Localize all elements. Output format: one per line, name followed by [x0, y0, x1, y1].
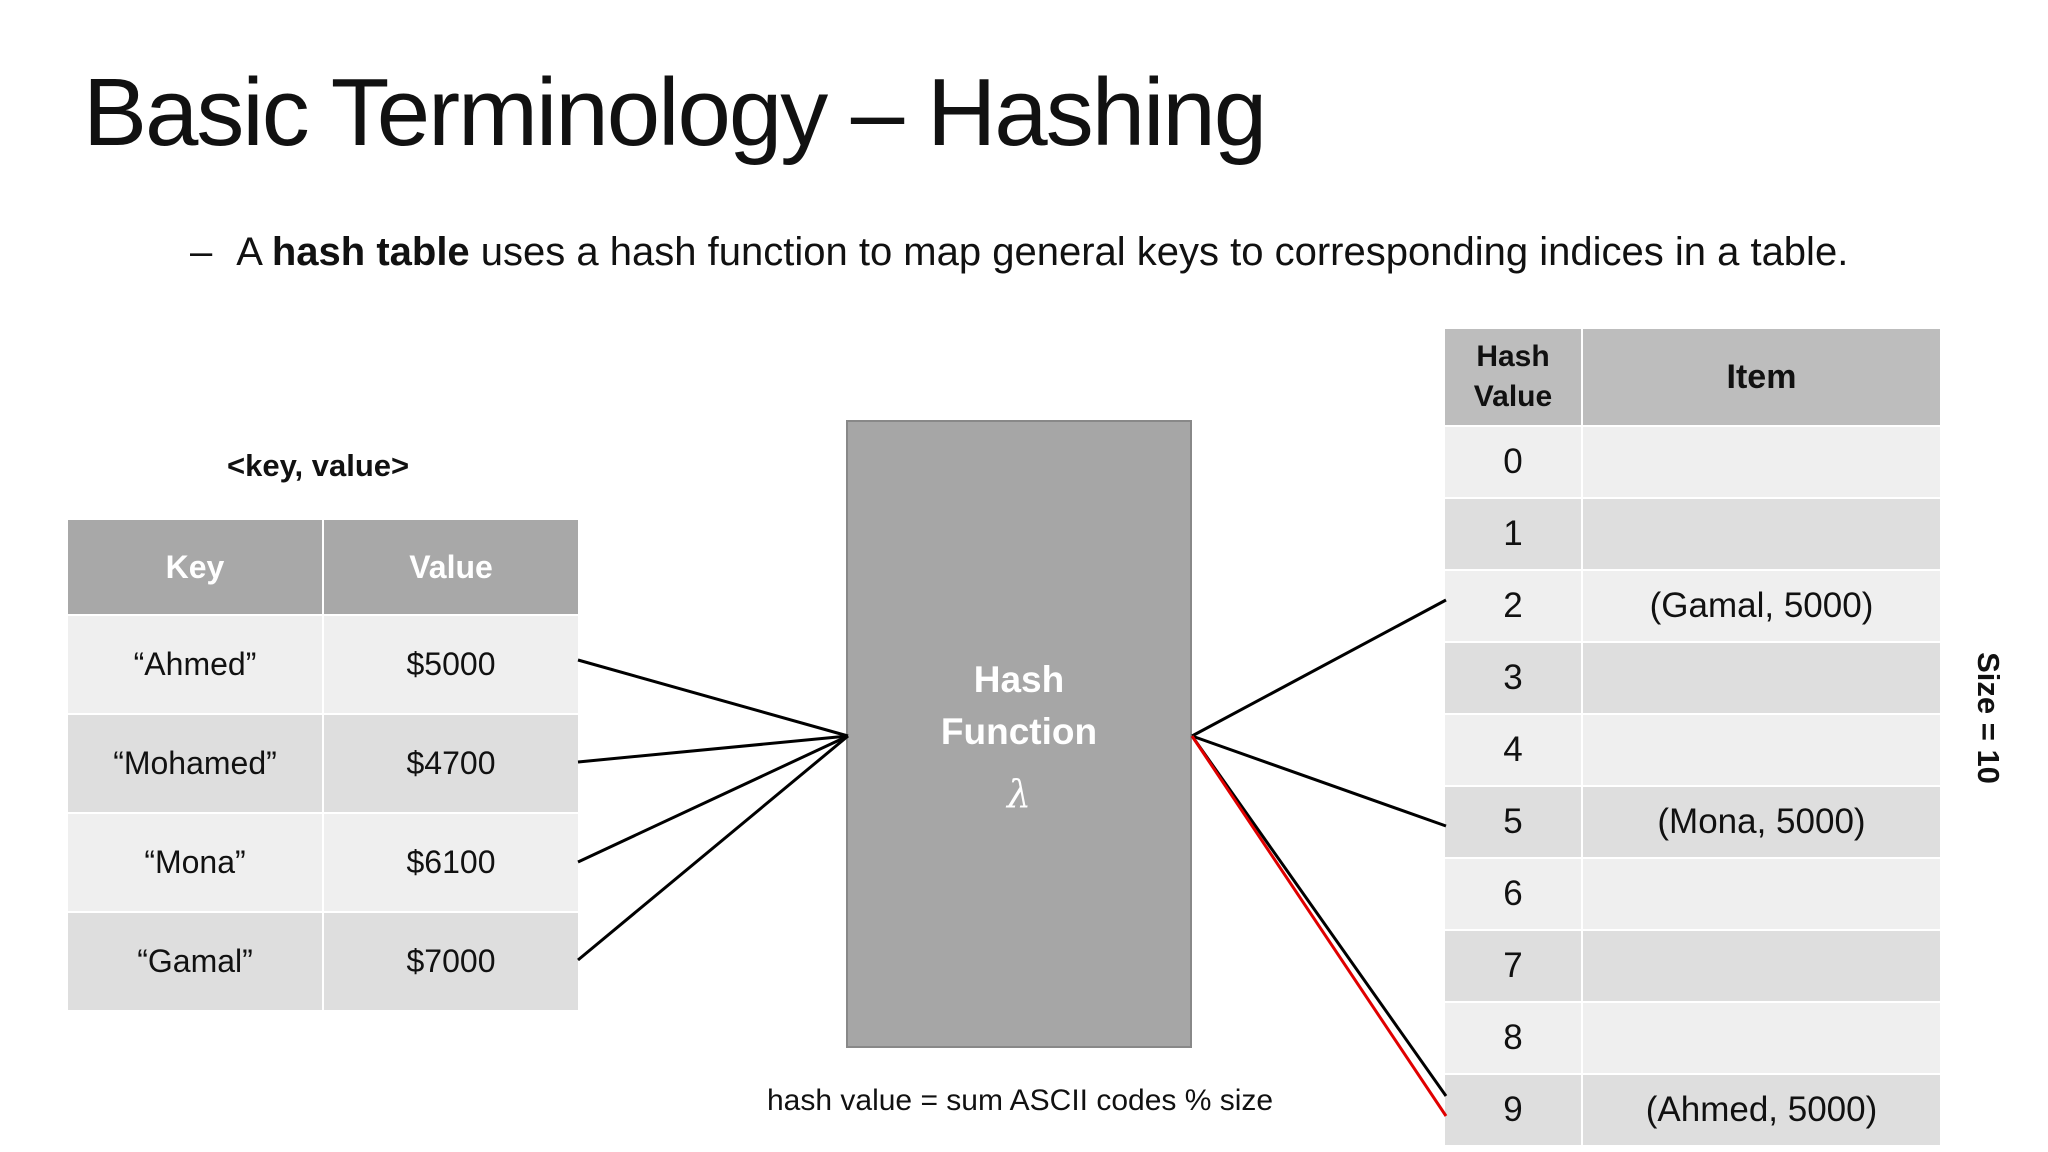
header-value: Value — [322, 518, 580, 616]
value-cell: $7000 — [322, 911, 580, 1012]
connector-ahmed — [577, 658, 849, 738]
key-cell: “Gamal” — [66, 911, 324, 1012]
slide-title: Basic Terminology – Hashing — [83, 59, 1267, 166]
hash-index-cell: 7 — [1443, 929, 1583, 1003]
table-row: 8 — [1443, 1001, 1942, 1075]
header-hash-value: Hash Value — [1443, 327, 1583, 427]
item-cell — [1581, 1001, 1942, 1075]
table-row: 4 — [1443, 713, 1942, 787]
key-value-table: Key Value “Ahmed” $5000 “Mohamed” $4700 … — [66, 518, 580, 1012]
table-row: 6 — [1443, 857, 1942, 931]
item-cell: (Ahmed, 5000) — [1581, 1073, 1942, 1147]
table-row: 1 — [1443, 497, 1942, 571]
hash-index-cell: 2 — [1443, 569, 1583, 643]
bullet-text: –A hash table uses a hash function to ma… — [190, 230, 1848, 275]
connector-gamal — [577, 734, 849, 962]
hash-table: Hash Value Item 0 1 2(Gamal, 5000) 3 4 5… — [1443, 327, 1942, 1147]
table-header-row: Key Value — [66, 518, 580, 616]
table-row: “Ahmed” $5000 — [66, 614, 580, 715]
bullet-bold-term: hash table — [271, 230, 470, 274]
hash-formula: hash value = sum ASCII codes % size — [767, 1084, 1274, 1117]
bullet-pre: A — [236, 230, 272, 274]
hash-index-cell: 6 — [1443, 857, 1583, 931]
connector-to-2 — [1191, 598, 1447, 738]
hash-index-cell: 0 — [1443, 425, 1583, 499]
connector-to-9-highlight — [1190, 735, 1448, 1117]
hash-function-line1: Hash — [973, 659, 1065, 700]
table-row: 3 — [1443, 641, 1942, 715]
value-cell: $4700 — [322, 713, 580, 814]
hash-index-cell: 9 — [1443, 1073, 1583, 1147]
key-cell: “Ahmed” — [66, 614, 324, 715]
table-row: “Mohamed” $4700 — [66, 713, 580, 814]
connector-to-5 — [1191, 734, 1447, 828]
connector-mohamed — [577, 734, 849, 764]
item-cell — [1581, 713, 1942, 787]
header-key: Key — [66, 518, 324, 616]
item-cell — [1581, 929, 1942, 1003]
hash-index-cell: 4 — [1443, 713, 1583, 787]
hash-function-box: Hash Function λ — [846, 420, 1192, 1048]
value-cell: $5000 — [322, 614, 580, 715]
table-header-row: Hash Value Item — [1443, 327, 1942, 427]
table-row: 2(Gamal, 5000) — [1443, 569, 1942, 643]
connector-mona — [577, 734, 849, 864]
hash-index-cell: 3 — [1443, 641, 1583, 715]
key-cell: “Mona” — [66, 812, 324, 913]
item-cell — [1581, 425, 1942, 499]
item-cell — [1581, 857, 1942, 931]
value-cell: $6100 — [322, 812, 580, 913]
item-cell: (Gamal, 5000) — [1581, 569, 1942, 643]
kv-caption: <key, value> — [227, 448, 410, 483]
hash-index-cell: 1 — [1443, 497, 1583, 571]
table-row: 9(Ahmed, 5000) — [1443, 1073, 1942, 1147]
connector-to-9-black — [1190, 735, 1448, 1097]
table-row: “Mona” $6100 — [66, 812, 580, 913]
header-item: Item — [1581, 327, 1942, 427]
hash-index-cell: 8 — [1443, 1001, 1583, 1075]
item-cell — [1581, 497, 1942, 571]
lambda-symbol: λ — [1006, 772, 1032, 816]
hash-index-cell: 5 — [1443, 785, 1583, 859]
table-row: “Gamal” $7000 — [66, 911, 580, 1012]
table-row: 0 — [1443, 425, 1942, 499]
hash-function-label: Hash Function — [848, 654, 1190, 758]
item-cell: (Mona, 5000) — [1581, 785, 1942, 859]
hash-function-line2: Function — [940, 711, 1098, 752]
bullet-post: uses a hash function to map general keys… — [469, 230, 1849, 274]
table-row: 7 — [1443, 929, 1942, 1003]
key-cell: “Mohamed” — [66, 713, 324, 814]
item-cell — [1581, 641, 1942, 715]
table-row: 5(Mona, 5000) — [1443, 785, 1942, 859]
bullet-dash: – — [190, 230, 213, 274]
